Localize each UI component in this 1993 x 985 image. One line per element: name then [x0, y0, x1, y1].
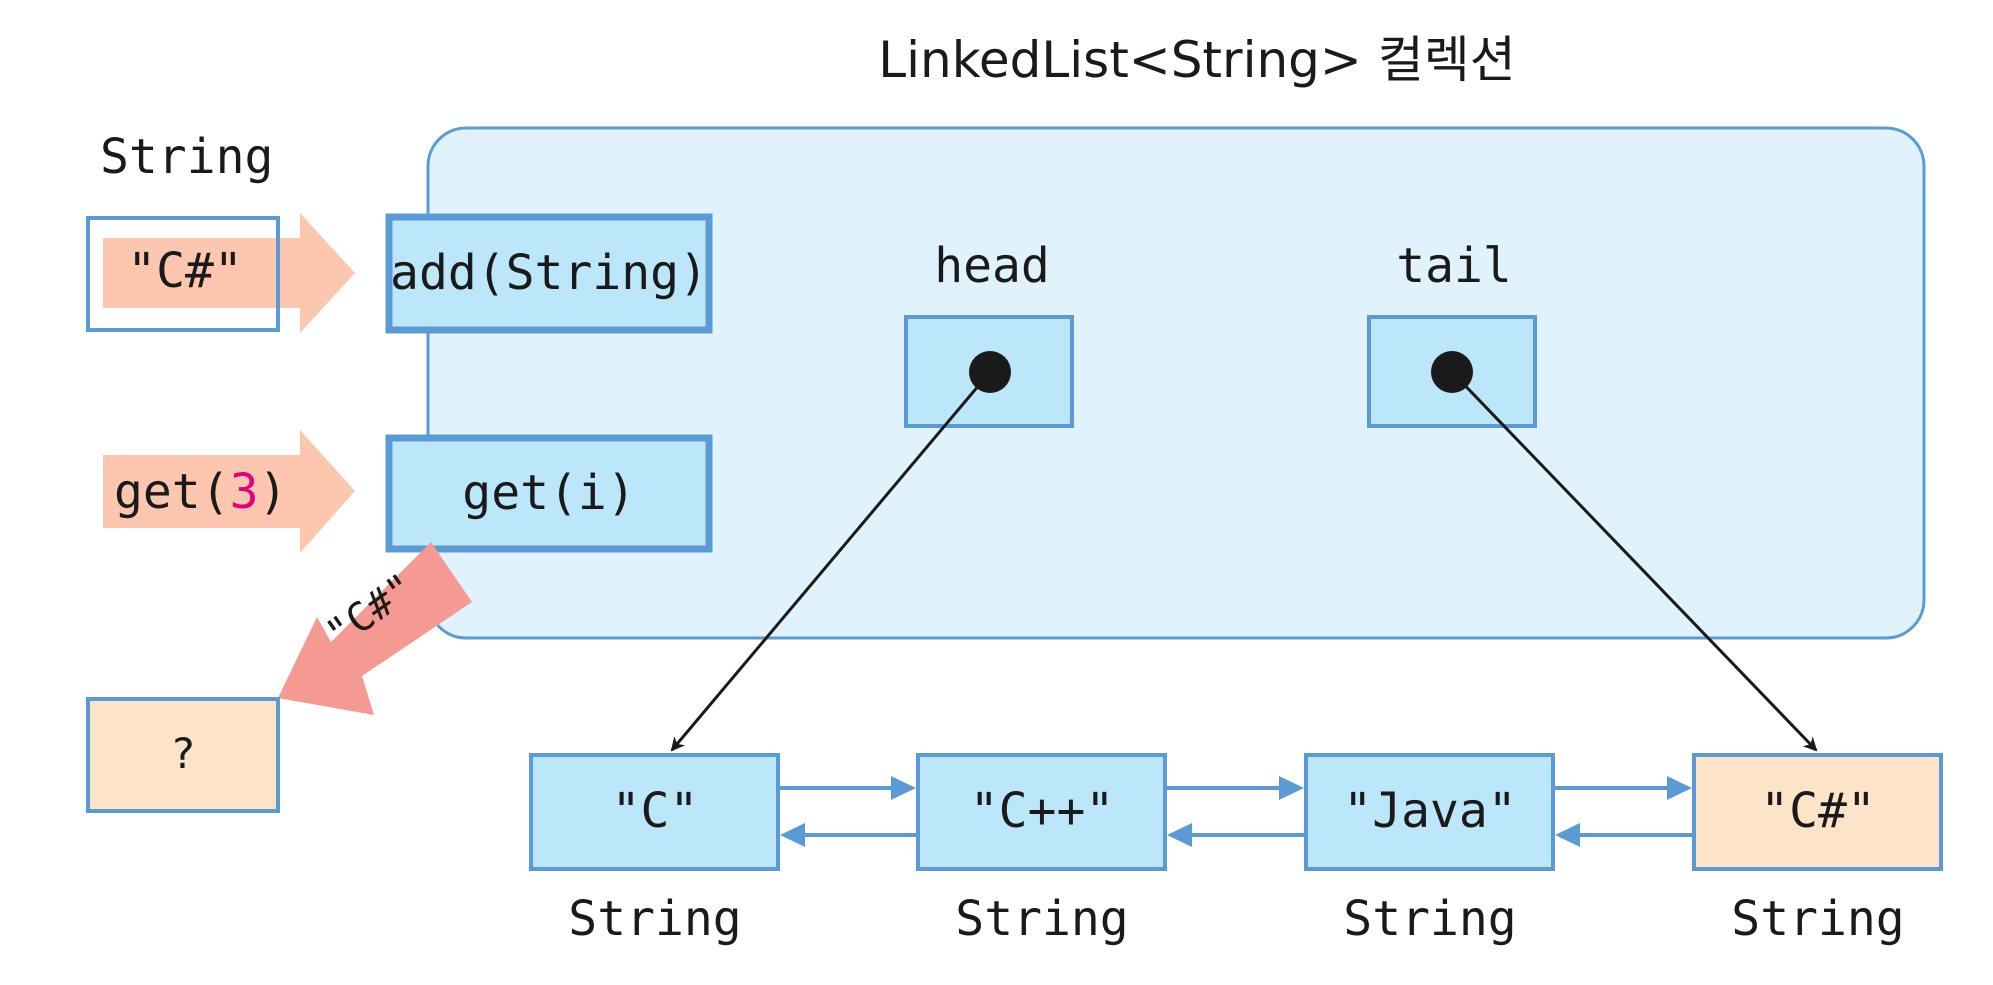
result-box: [86, 697, 280, 813]
node-box: [529, 753, 780, 871]
get-call-suffix: ): [259, 464, 288, 520]
get-call-prefix: get(: [114, 464, 230, 520]
node-type: String: [955, 891, 1128, 947]
get-call-arrow: [103, 430, 355, 553]
prev-link-arrowhead: [1555, 823, 1580, 847]
tail-pointer: [1450, 370, 1818, 752]
node-type: String: [568, 891, 741, 947]
node-type: String: [1343, 891, 1516, 947]
input-type-label: String: [100, 129, 273, 185]
diagram-title: LinkedList<String> 컬렉션: [878, 31, 1515, 89]
node-value: "C#": [1760, 783, 1876, 839]
node-box: [916, 753, 1167, 871]
prev-link-arrowhead: [780, 823, 805, 847]
add-method-box: [385, 213, 713, 334]
get-call-arg: 3: [230, 464, 259, 520]
head-pointer: [670, 371, 992, 752]
collection-container: [426, 126, 1926, 640]
get-call-label: get(3): [114, 464, 287, 520]
node-type: String: [1731, 891, 1904, 947]
prev-link-arrowhead: [1167, 823, 1192, 847]
next-link-arrowhead: [1667, 776, 1692, 800]
node-box: [1304, 753, 1555, 871]
next-link-arrowhead: [1279, 776, 1304, 800]
node-value: "Java": [1343, 783, 1516, 839]
get-method-box: [385, 434, 713, 553]
input-arrow: [103, 213, 355, 333]
node-links: [778, 776, 1694, 847]
next-link-arrowhead: [891, 776, 916, 800]
input-value: "C#": [127, 243, 243, 299]
tail-label: tail: [1396, 238, 1512, 294]
result-placeholder: ?: [170, 729, 195, 778]
get-method-label: get(i): [462, 465, 635, 521]
input-value-box: [86, 216, 280, 332]
node-list: "C" String "C++" String "Java" String "C…: [529, 753, 1943, 947]
return-arrow: [278, 542, 472, 715]
node-value: "C++": [970, 783, 1115, 839]
node-box-highlighted: [1692, 753, 1943, 871]
node-value: "C": [612, 783, 699, 839]
head-label: head: [934, 238, 1050, 294]
add-method-label: add(String): [390, 245, 708, 301]
